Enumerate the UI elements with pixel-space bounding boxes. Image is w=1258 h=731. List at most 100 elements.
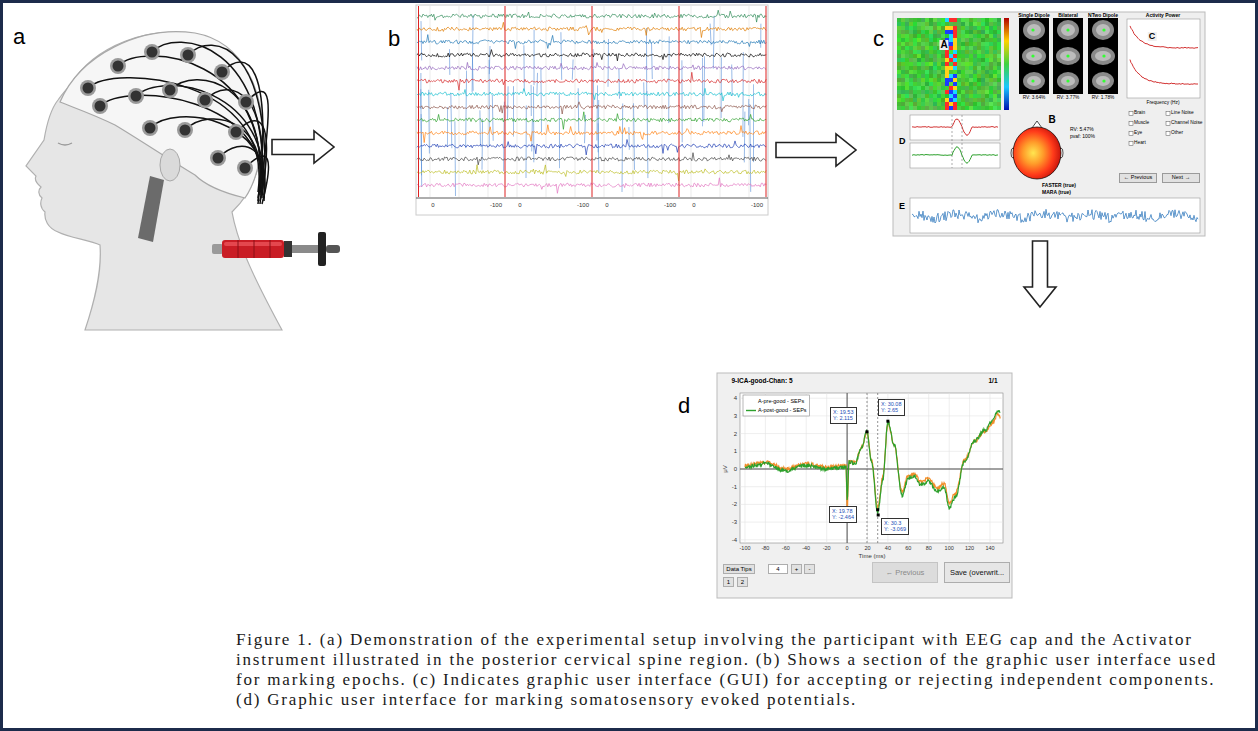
- erp-image-cell: [933, 18, 937, 22]
- erp-image-cell: [901, 26, 905, 30]
- erp-image-cell: [993, 70, 997, 74]
- erp-image-cell: [957, 102, 961, 106]
- artifact-trace: [560, 32, 562, 80]
- erp-image-cell: [925, 18, 929, 22]
- electrode: [113, 61, 124, 72]
- figure-panel: b: [338, 5, 772, 218]
- erp-image-cell: [985, 58, 989, 62]
- erp-image-cell: [909, 18, 913, 22]
- data-tip-value: X: 19.53: [833, 409, 854, 415]
- erp-image-cell: [961, 38, 965, 42]
- erp-image-cell: [945, 90, 949, 94]
- erp-image-cell: [897, 46, 901, 50]
- axis-tick: 100: [945, 546, 954, 552]
- erp-image-cell: [985, 70, 989, 74]
- axis-tick: 0: [692, 202, 695, 208]
- erp-image-cell: [981, 106, 985, 110]
- erp-image-cell: [969, 26, 973, 30]
- artifact-trace: [536, 73, 538, 95]
- erp-image-cell: [977, 86, 981, 90]
- erp-image-cell: [909, 102, 913, 106]
- erp-image-cell: [961, 94, 965, 98]
- erp-image-cell: [957, 54, 961, 58]
- erp-image-cell: [933, 26, 937, 30]
- erp-image-cell: [977, 38, 981, 42]
- erp-image-cell: [977, 106, 981, 110]
- erp-image-cell: [965, 70, 969, 74]
- erp-image-cell: [937, 30, 941, 34]
- button-label: Next →: [1172, 175, 1190, 181]
- electrode-wire: [185, 119, 261, 198]
- erp-image-cell: [921, 18, 925, 22]
- grid-line: [949, 393, 950, 543]
- checkbox-label: Heart: [1134, 141, 1146, 146]
- erp-image-cell: [945, 106, 949, 110]
- callout-letter: C: [1148, 32, 1157, 41]
- erp-image-cell: [925, 86, 929, 90]
- erp-image-cell: [925, 98, 929, 102]
- erp-image-cell: [981, 78, 985, 82]
- artifact-trace: [526, 105, 527, 178]
- erp-image-cell: [989, 98, 993, 102]
- erp-image-cell: [913, 46, 917, 50]
- erp-image-cell: [953, 70, 957, 74]
- erp-image-cell: [973, 74, 977, 78]
- erp-image-cell: [973, 86, 977, 90]
- erp-image-cell: [969, 54, 973, 58]
- erp-image-cell: [929, 26, 933, 30]
- erp-image-cell: [981, 58, 985, 62]
- erp-image-cell: [901, 38, 905, 42]
- electrode-ring: [197, 92, 213, 108]
- electrode-wire: [150, 117, 265, 195]
- erp-image-cell: [997, 26, 1001, 30]
- brain-slice-inner: [1096, 76, 1110, 86]
- electrode: [145, 123, 156, 134]
- brain-slice-inner: [1027, 76, 1041, 86]
- erp-image-cell: [917, 62, 921, 66]
- erp-image-cell: [993, 94, 997, 98]
- erp-image-cell: [901, 102, 905, 106]
- sep-plot-area: [740, 393, 1003, 543]
- brain-slice-inner: [1061, 76, 1075, 86]
- erp-image-cell: [933, 34, 937, 38]
- erp-image-cell: [969, 86, 973, 90]
- erp-image-cell: [985, 62, 989, 66]
- brain-slice-inner: [1061, 24, 1075, 36]
- erp-image-cell: [973, 22, 977, 26]
- erp-image-cell: [909, 50, 913, 54]
- erp-image-cell: [997, 70, 1001, 74]
- erp-image-cell: [925, 26, 929, 30]
- erp-image-cell: [949, 106, 953, 110]
- data-tip-marker: [886, 420, 889, 423]
- erp-image-cell: [925, 102, 929, 106]
- activator-knob: [326, 245, 340, 253]
- legend-entry: A-post-good - SEPs: [758, 408, 807, 414]
- erp-image-cell: [941, 62, 945, 66]
- erp-image-cell: [925, 58, 929, 62]
- erp-image-cell: [953, 50, 957, 54]
- activator-highlight: [224, 242, 282, 246]
- brain-slice: [1091, 47, 1115, 65]
- grid-line: [969, 393, 970, 543]
- erp-image-cell: [957, 58, 961, 62]
- erp-image-cell: [977, 42, 981, 46]
- legend-line-sample: [746, 410, 756, 411]
- erp-image-cell: [937, 90, 941, 94]
- erp-image-cell: [989, 30, 993, 34]
- erp-image-cell: [989, 102, 993, 106]
- button-label: 2: [741, 579, 744, 585]
- artifact-trace: [472, 56, 474, 91]
- erp-image-cell: [945, 94, 949, 98]
- erp-image-cell: [965, 34, 969, 38]
- erp-image-cell: [985, 26, 989, 30]
- erp-image-cell: [993, 38, 997, 42]
- erp-image-cell: [929, 82, 933, 86]
- erp-image-cell: [973, 90, 977, 94]
- erp-image-cell: [913, 106, 917, 110]
- erp-image-cell: [937, 74, 941, 78]
- erp-image-cell: [933, 102, 937, 106]
- artifact-trace: [622, 104, 624, 193]
- activator-collar: [284, 241, 292, 257]
- erp-image-cell: [965, 46, 969, 50]
